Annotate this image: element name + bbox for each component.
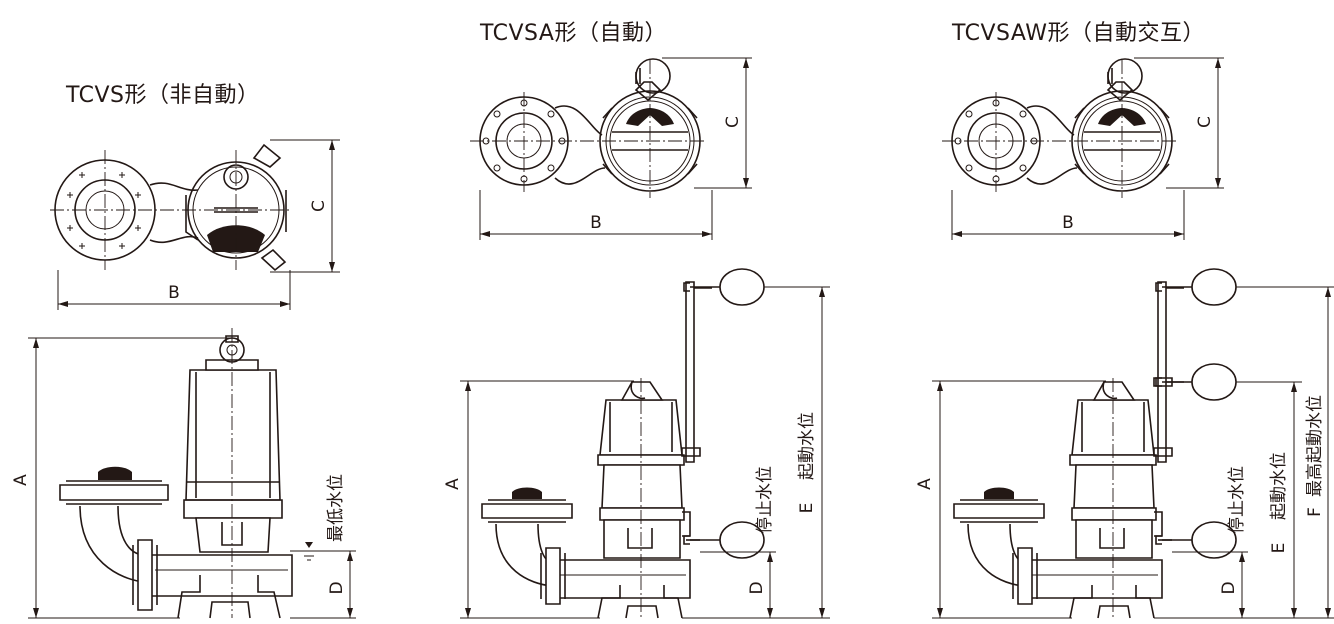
tcvsaw-dim-b-label: B (1062, 213, 1074, 233)
tcvsaw-dim-e-label: E (1269, 543, 1289, 554)
tcvsaw-dim-d-label: D (1219, 581, 1239, 594)
tcvsa-level-start-label: 起動水位 (797, 412, 817, 480)
tcvs-dim-c: C (270, 139, 340, 273)
tcvs-elevation-view (59, 327, 321, 619)
tcvsa-elevation-view (481, 377, 691, 619)
tcvsaw-dim-d: D (1154, 551, 1334, 619)
tcvsa-dim-a-label: A (443, 478, 463, 490)
title-tcvsaw: TCVSAW形（自動交互） (952, 21, 1206, 46)
tcvs-dim-a-label: A (11, 474, 31, 486)
tcvs-dim-b-label: B (168, 283, 180, 303)
tcvs-dim-a: A (11, 337, 232, 619)
tcvsaw-level-max-start-label: 最高起動水位 (1305, 395, 1325, 497)
tcvsa-dim-b-label: B (590, 213, 602, 233)
title-tcvsa: TCVSA形（自動） (480, 21, 667, 46)
tcvsa-dim-c: C (662, 57, 752, 189)
title-tcvs: TCVS形（非自動） (66, 83, 260, 108)
tcvsaw-dim-a-label: A (915, 478, 935, 490)
tcvsaw-dim-f: F (1236, 286, 1334, 618)
tcvs-dim-c-label: C (309, 200, 329, 212)
tcvsa-dim-d-label: D (747, 581, 767, 594)
tcvsaw-level-stop-label: 停止水位 (1227, 466, 1247, 534)
tcvs-level-min-label: 最低水位 (326, 474, 346, 542)
tcvsaw-plan-view (941, 58, 1178, 199)
tcvsa-float-assembly (681, 268, 765, 559)
tcvsa-dim-e: E (764, 286, 830, 618)
tcvs-plan-view (49, 144, 291, 271)
tcvsa-dim-a: A (443, 380, 634, 619)
tcvs-dim-d: D (290, 550, 356, 619)
tcvsaw-dim-c: C (1134, 57, 1224, 189)
tcvsa-level-stop-label: 停止水位 (755, 466, 775, 534)
tcvsa-dim-d: D (682, 551, 830, 619)
tcvsaw-elevation-view (953, 377, 1163, 619)
tcvsaw-dim-e: E (1236, 381, 1302, 618)
tcvsaw-level-start-label: 起動水位 (1269, 452, 1289, 520)
tcvsa-dim-b: B (479, 190, 713, 240)
tcvs-dim-d-label: D (327, 581, 347, 594)
tcvsaw-dim-b: B (951, 190, 1185, 240)
tcvsaw-dim-c-label: C (1195, 116, 1215, 128)
tcvs-dim-b: B (57, 270, 291, 310)
tcvsaw-dim-f-label: F (1305, 507, 1325, 517)
tcvsa-dim-c-label: C (723, 116, 743, 128)
tcvsa-plan-view (469, 58, 706, 199)
tcvsaw-dim-a: A (915, 380, 1106, 619)
tcvsa-dim-e-label: E (797, 503, 817, 514)
tcvsaw-float-assembly (1153, 268, 1237, 559)
